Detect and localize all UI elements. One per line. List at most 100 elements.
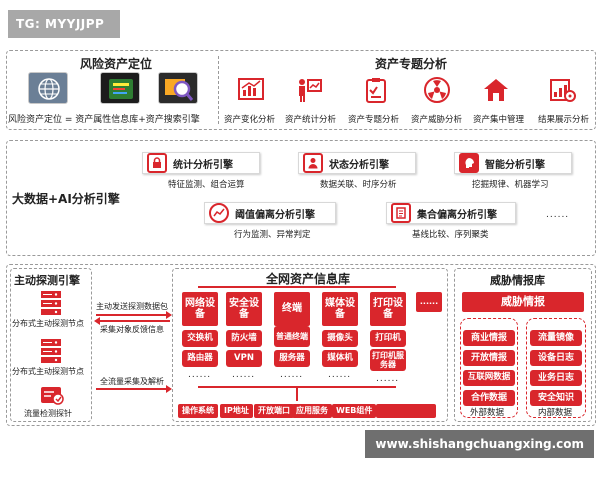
probe-device-icon: [40, 384, 64, 410]
clipboard-icon: [362, 76, 390, 108]
tag-service: 应用服务: [292, 404, 332, 418]
tag-more: [376, 404, 436, 418]
engine-smart-desc: 挖掘规律、机器学习: [472, 180, 549, 190]
bigdata-ai-title: 大数据+AI分析引擎: [12, 192, 120, 206]
flow-full-label: 全流量采集及解析: [100, 377, 164, 386]
device-print-server: 打印机服务器: [370, 349, 406, 371]
category-media: 媒体设备: [322, 292, 358, 326]
device-switch: 交换机: [182, 330, 218, 347]
engine-statistics-name: 统计分析引擎: [173, 159, 233, 171]
chart-change-icon: [237, 76, 265, 108]
engine-smart-name: 智能分析引擎: [485, 159, 545, 171]
device-router: 路由器: [182, 350, 218, 367]
flow-send-arrow: [166, 311, 172, 319]
risk-locate-title: 风险资产定位: [80, 57, 153, 71]
device-camera: 摄像头: [322, 330, 358, 347]
category-security: 安全设备: [226, 292, 262, 326]
device-server: 服务器: [274, 350, 310, 367]
media-ellipsis: ......: [328, 370, 352, 380]
external-data-group: [460, 318, 518, 418]
asset-topic-title: 资产专题分析: [375, 57, 448, 71]
globe-icon: [28, 72, 68, 104]
server-icon: [40, 290, 62, 320]
engine-state-desc: 数据关联、时序分析: [320, 180, 397, 190]
analysis-label-manage: 资产集中管理: [473, 115, 525, 125]
engine-set-name: 集合偏离分析引擎: [417, 209, 497, 221]
engine-set: 集合偏离分析引擎: [386, 202, 516, 224]
engine-state: 状态分析引擎: [298, 152, 416, 174]
hazard-icon: [423, 76, 451, 108]
flow-collect-line: [100, 320, 170, 322]
server-icon: [40, 338, 62, 368]
analysis-label-threat: 资产威胁分析: [411, 115, 463, 125]
external-data-label: 外部数据: [470, 408, 505, 418]
flow-full-line: [96, 388, 166, 390]
flow-collect-arrow: [94, 317, 100, 325]
presenter-icon: [295, 76, 323, 108]
engine-statistics: 统计分析引擎: [142, 152, 260, 174]
engine-smart: 智能分析引擎: [454, 152, 572, 174]
external-item-partner: 合作数据: [463, 390, 515, 406]
device-printer: 打印机: [370, 330, 406, 347]
security-ellipsis: ......: [232, 370, 256, 380]
tag-ip: IP地址: [220, 404, 253, 418]
trend-icon: [209, 203, 229, 223]
engine-statistics-desc: 特征监测、组合运算: [168, 180, 245, 190]
top-divider: [218, 56, 219, 124]
network-ellipsis: ......: [188, 370, 212, 380]
document-icon: [391, 203, 411, 223]
asset-library-title: 全网资产信息库: [266, 272, 351, 286]
threat-library-title: 威胁情报库: [490, 274, 545, 287]
person-icon: [303, 153, 323, 173]
library-bottom-connector: [198, 386, 396, 388]
magnifier-icon: [158, 72, 198, 104]
internal-data-label: 内部数据: [538, 408, 573, 418]
device-terminal: 普通终端: [274, 326, 310, 347]
engine-ellipsis: ......: [546, 210, 570, 220]
engine-state-name: 状态分析引擎: [329, 159, 389, 171]
internal-item-device-log: 设备日志: [530, 350, 582, 366]
analysis-label-change: 资产变化分析: [224, 115, 276, 125]
probe-node-label-1: 分布式主动探测节点: [12, 319, 84, 328]
internal-data-group: [526, 318, 586, 418]
device-vpn: VPN: [226, 350, 262, 367]
tag-port: 开放端口: [254, 404, 294, 418]
print-ellipsis: ......: [376, 374, 400, 384]
source-tag: TG: MYYJJPP: [8, 10, 120, 38]
engine-set-desc: 基线比较、序列聚类: [412, 230, 489, 240]
tag-web: WEB组件: [332, 404, 377, 418]
engine-threshold-desc: 行为监测、异常判定: [234, 230, 311, 240]
probe-traffic-label: 流量检测探针: [24, 409, 72, 418]
external-item-open: 开放情报: [463, 350, 515, 366]
active-probe-title: 主动探测引擎: [14, 274, 80, 287]
category-terminal: 终端: [274, 292, 310, 326]
external-item-commercial: 商业情报: [463, 330, 515, 346]
engine-threshold: 阈值偏离分析引擎: [204, 202, 336, 224]
terminal-ellipsis: ......: [280, 370, 304, 380]
category-print: 打印设备: [370, 292, 406, 326]
internal-item-business-log: 业务日志: [530, 370, 582, 386]
engine-threshold-name: 阈值偏离分析引擎: [235, 209, 315, 221]
internal-item-mirror: 流量镜像: [530, 330, 582, 346]
analysis-label-topic: 资产专题分析: [348, 115, 400, 125]
probe-node-label-2: 分布式主动探测节点: [12, 367, 84, 376]
lock-icon: [147, 153, 167, 173]
asset-book-icon: [100, 72, 140, 104]
category-network: 网络设备: [182, 292, 218, 326]
tag-os: 操作系统: [178, 404, 218, 418]
device-media-machine: 媒体机: [322, 350, 358, 367]
library-stem: [296, 387, 298, 401]
watermark: www.shishangchuangxing.com: [365, 430, 594, 458]
analysis-label-result: 结果展示分析: [538, 115, 590, 125]
analysis-label-stats: 资产统计分析: [285, 115, 337, 125]
external-item-internet: 互联网数据: [463, 370, 515, 386]
flow-send-label: 主动发送探测数据包: [96, 302, 168, 311]
brain-icon: [459, 153, 479, 173]
flow-full-arrow: [166, 385, 172, 393]
category-more: ......: [416, 292, 442, 312]
internal-item-security: 安全知识: [530, 390, 582, 406]
flow-collect-label: 采集对象反馈信息: [100, 325, 164, 334]
device-firewall: 防火墙: [226, 330, 262, 347]
house-icon: [482, 76, 510, 108]
report-icon: [548, 76, 576, 108]
